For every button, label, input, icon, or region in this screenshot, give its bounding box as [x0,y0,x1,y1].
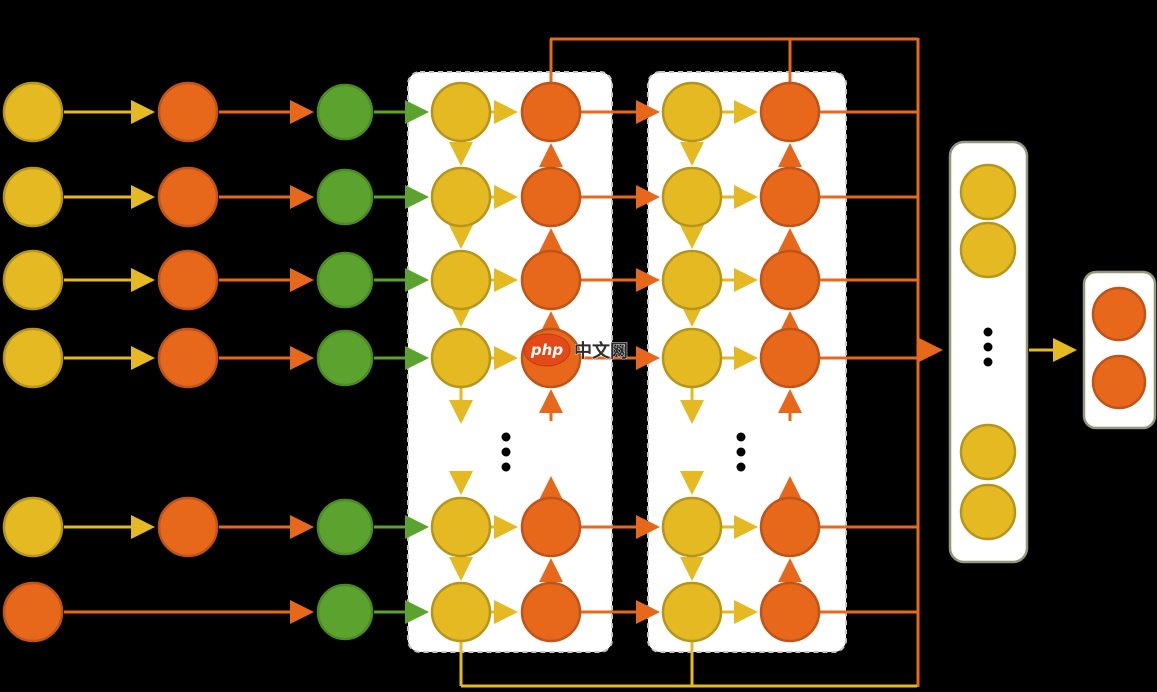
gold-node [959,483,1017,541]
ellipsis-dot [501,447,511,457]
ellipsis-dot [501,462,511,472]
gold-node [430,249,492,311]
orange-node [1091,354,1147,410]
green-node [316,583,374,641]
orange-node [759,496,821,558]
green-node [316,329,374,387]
orange-node [157,496,219,558]
orange-node [759,81,821,143]
orange-node [759,581,821,643]
pooling-nodes [959,163,1017,541]
gold-node [430,81,492,143]
php-logo-badge [523,333,571,367]
green-node [316,251,374,309]
gold-node [959,163,1017,221]
gold-input-node [2,496,64,558]
orange-node [1091,286,1147,342]
orange-node [157,81,219,143]
gold-input-node [2,327,64,389]
ellipsis-dot [983,357,993,367]
gold-node [661,327,723,389]
gold-node [430,496,492,558]
block-2-nodes [661,81,821,643]
watermark: php 中文网 [523,333,628,367]
ellipsis-dot [983,327,993,337]
gold-node [959,423,1017,481]
gold-node [661,581,723,643]
input-column [2,81,64,643]
orange-node [759,249,821,311]
green-node [316,83,374,141]
gold-input-node [2,249,64,311]
projection-column [316,83,374,641]
ellipsis-dot [736,447,746,457]
orange-node [759,327,821,389]
php-logo-text: php [530,341,563,359]
orange-node [520,496,582,558]
watermark-site-text: 中文网 [574,340,628,362]
gold-node [661,166,723,228]
orange-node [157,249,219,311]
block-1-nodes [430,81,582,643]
ellipsis-dot [736,432,746,442]
ellipsis-dot [736,462,746,472]
green-node [316,498,374,556]
gold-input-node [2,81,64,143]
top-feedback-connector [549,37,943,687]
gold-node [661,81,723,143]
orange-input-node [2,581,64,643]
gold-node [430,581,492,643]
input-arrows [64,100,429,624]
orange-node [520,166,582,228]
green-node [316,168,374,226]
gold-node [430,327,492,389]
gold-node [661,496,723,558]
bottom-feedback-connector [459,641,917,688]
block-2-arrows [680,100,918,624]
orange-node [520,581,582,643]
gold-node [661,249,723,311]
orange-node [157,166,219,228]
block-1-arrows [449,100,660,624]
orange-node [520,249,582,311]
gold-input-node [2,166,64,228]
output-nodes [1091,286,1147,410]
embedding-column [157,81,219,558]
ellipsis-dot [501,432,511,442]
gold-node [430,166,492,228]
ellipsis-dot [983,342,993,352]
orange-node [520,81,582,143]
orange-node [759,166,821,228]
gold-node [959,221,1017,279]
orange-node [157,327,219,389]
